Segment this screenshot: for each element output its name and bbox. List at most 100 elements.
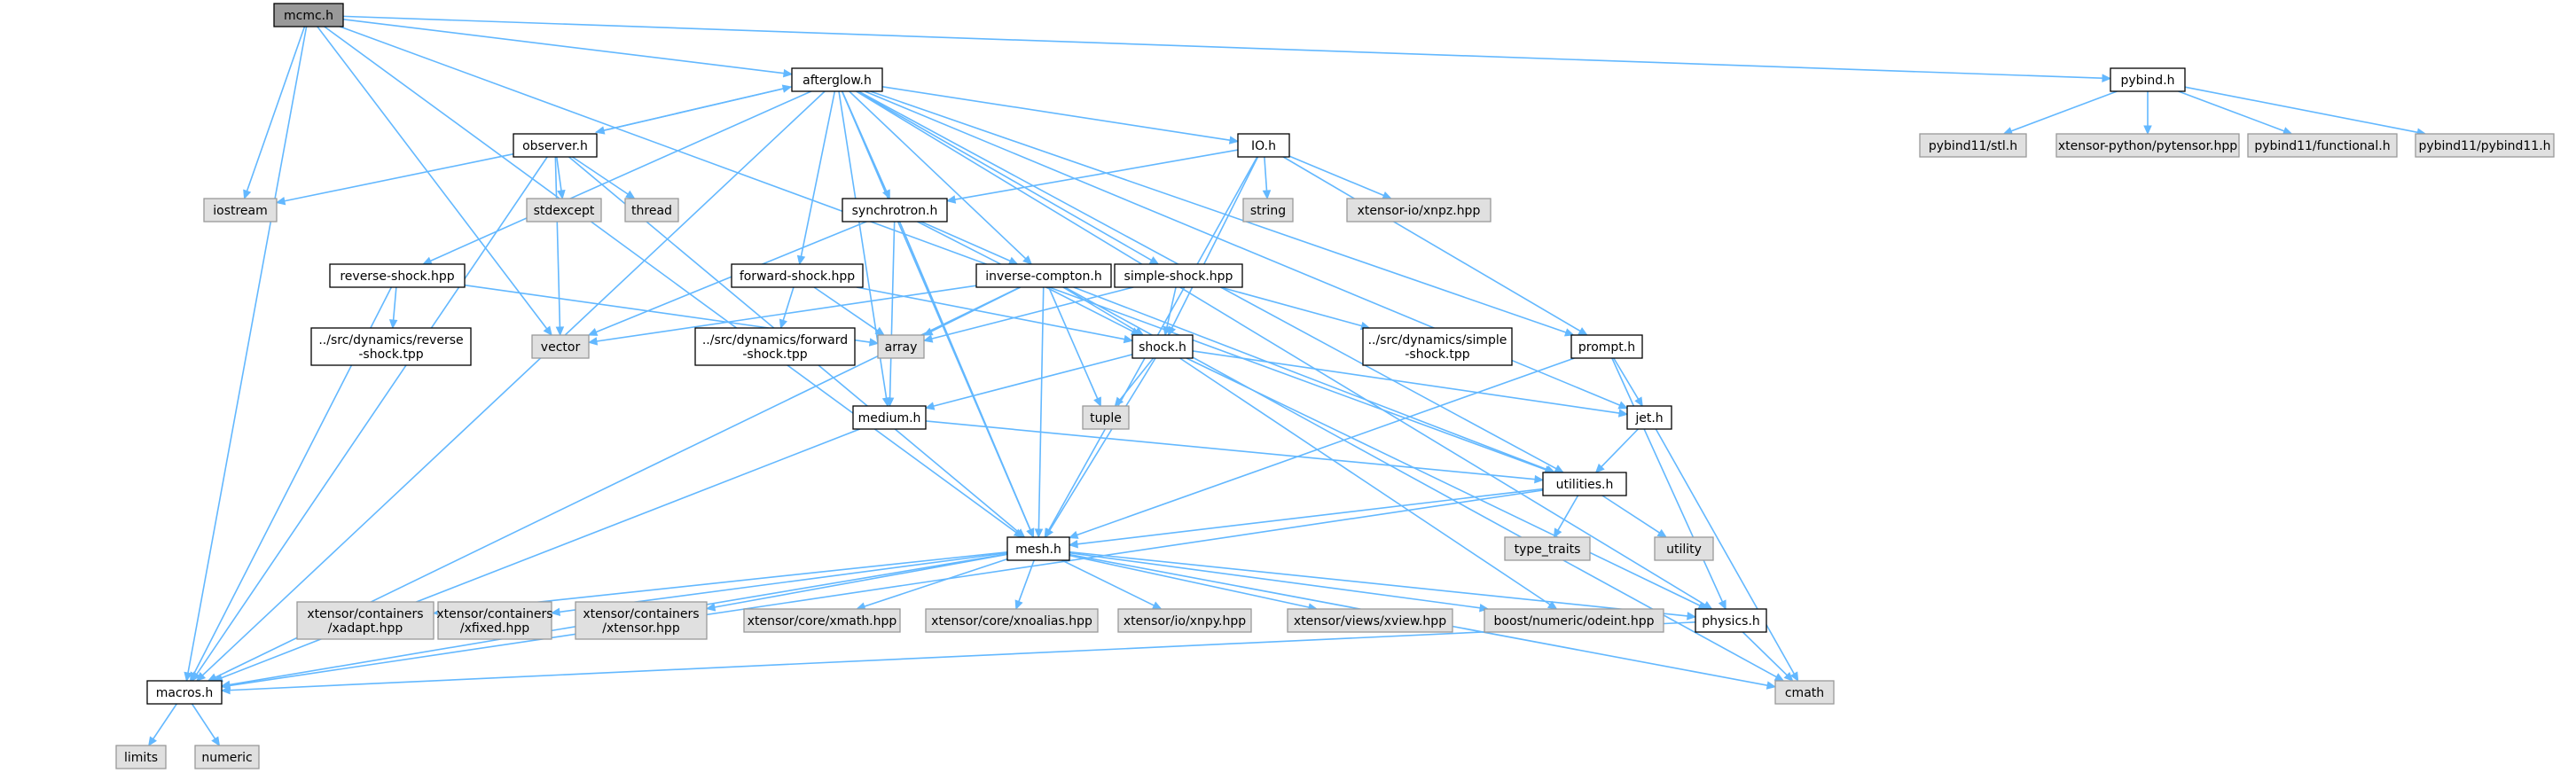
edge-arrowhead	[1617, 409, 1629, 418]
edge-arrowhead	[211, 736, 221, 747]
edge-line	[342, 18, 785, 74]
node-box	[731, 263, 864, 288]
node-string: string	[1242, 198, 1294, 223]
edge-arrowhead	[275, 196, 286, 206]
edge-mcmc-to-iostream	[243, 26, 306, 200]
edge-synchrotron-to-medium	[885, 221, 896, 408]
edge-line	[340, 26, 1546, 471]
edge-arrowhead	[1228, 136, 1240, 144]
node-simple_shock[interactable]: simple-shock.hpp	[1114, 263, 1243, 288]
edge-line	[284, 152, 514, 202]
edge-arrowhead	[1783, 671, 1794, 682]
node-physics[interactable]: physics.h	[1695, 608, 1767, 633]
edge-arrowhead	[1007, 256, 1019, 265]
edge-arrowhead	[243, 189, 252, 200]
node-limits: limits	[115, 745, 167, 769]
edge-line	[1282, 156, 1581, 332]
edge-line	[1069, 551, 1481, 609]
edge-pybind-to-pb_pybind11	[2184, 86, 2427, 137]
edge-line	[1288, 155, 1384, 197]
edge-line	[595, 88, 784, 133]
edge-afterglow-to-IO	[881, 86, 1240, 144]
edge-line	[1186, 357, 1701, 606]
edge-arrowhead	[1718, 599, 1726, 611]
node-label: xtensor-python/pytensor.hpp	[2058, 139, 2237, 153]
edge-mesh-to-physics	[1069, 550, 1697, 621]
node-synchrotron[interactable]: synchrotron.h	[842, 198, 948, 223]
node-rs_tpp[interactable]: ../src/dynamics/reverse-shock.tpp	[310, 327, 472, 366]
node-box	[2110, 67, 2186, 92]
edge-synchrotron-to-inverse_compton	[920, 221, 1019, 265]
node-shock[interactable]: shock.h	[1131, 334, 1194, 359]
node-box	[115, 745, 167, 769]
node-label: xtensor/views/xview.hpp	[1294, 614, 1446, 629]
edge-line	[1073, 286, 1548, 471]
edge-line	[1179, 357, 1551, 605]
nodes-layer: mcmc.h afterglow.h pybind.h pybind11/stl.h x…	[115, 3, 2555, 769]
node-forward_shock[interactable]: forward-shock.hpp	[731, 263, 864, 288]
edge-line	[229, 621, 1696, 691]
node-medium[interactable]: medium.h	[852, 405, 927, 430]
node-mesh[interactable]: mesh.h	[1006, 536, 1070, 561]
node-box	[694, 327, 856, 366]
node-box	[1542, 472, 1627, 496]
node-box	[2055, 133, 2240, 158]
node-observer[interactable]: observer.h	[513, 133, 598, 158]
edge-line	[201, 90, 826, 676]
node-box	[1242, 198, 1294, 223]
edge-line	[849, 90, 1027, 260]
node-utilities[interactable]: utilities.h	[1542, 472, 1627, 496]
edge-line	[1049, 357, 1156, 531]
edge-observer-to-stdexcept	[555, 156, 566, 200]
node-IO[interactable]: IO.h	[1237, 133, 1290, 158]
edge-observer-to-iostream	[275, 152, 514, 206]
node-label: reverse-shock.hpp	[340, 269, 454, 284]
node-reverse_shock[interactable]: reverse-shock.hpp	[329, 263, 466, 288]
node-cmath: cmath	[1774, 680, 1835, 705]
edge-arrowhead	[705, 603, 716, 612]
edge-line	[571, 156, 629, 195]
edge-line	[153, 703, 177, 739]
node-pb_stl: pybind11/stl.h	[1919, 133, 2027, 158]
node-label: /xtensor.hpp	[602, 621, 680, 636]
node-prompt[interactable]: prompt.h	[1570, 334, 1643, 359]
node-fs_tpp[interactable]: ../src/dynamics/forward-shock.tpp	[694, 327, 856, 366]
edge-arrowhead	[1026, 527, 1035, 539]
node-odeint: boost/numeric/odeint.hpp	[1484, 608, 1664, 633]
edge-arrowhead	[885, 397, 895, 408]
edge-arrowhead	[1382, 191, 1392, 199]
edge-line	[430, 90, 812, 262]
node-pb_pybind11: pybind11/pybind11.h	[2415, 133, 2555, 158]
node-label: prompt.h	[1578, 340, 1635, 355]
edge-line	[714, 553, 1008, 608]
edge-line	[1047, 286, 1099, 400]
edge-line	[856, 286, 1125, 340]
node-pybind[interactable]: pybind.h	[2110, 67, 2186, 92]
edge-line	[1613, 357, 1640, 400]
edge-line	[324, 26, 1017, 534]
node-jet[interactable]: jet.h	[1626, 405, 1672, 430]
node-afterglow[interactable]: afterglow.h	[791, 67, 883, 92]
node-ss_tpp[interactable]: ../src/dynamics/simple-shock.tpp	[1362, 327, 1513, 366]
node-label: xtensor/containers	[583, 607, 699, 621]
edge-arrowhead	[874, 326, 886, 336]
node-box	[531, 334, 590, 359]
node-box	[1117, 608, 1252, 633]
node-label: simple-shock.hpp	[1124, 269, 1233, 284]
edge-pybind-to-pb_functional	[2178, 90, 2293, 136]
node-box	[743, 608, 901, 633]
node-box	[852, 405, 927, 430]
node-inverse_compton[interactable]: inverse-compton.h	[975, 263, 1112, 288]
node-box	[1654, 536, 1714, 561]
node-box	[925, 608, 1099, 633]
edge-utilities-to-utility	[1601, 495, 1668, 538]
node-macros[interactable]: macros.h	[146, 680, 223, 705]
node-mcmc[interactable]: mcmc.h	[273, 3, 344, 27]
node-box	[513, 133, 598, 158]
edge-observer-to-vector	[554, 156, 565, 337]
edge-afterglow-to-prompt	[870, 90, 1575, 337]
edge-line	[317, 26, 548, 330]
node-box	[1131, 334, 1194, 359]
edge-arrowhead	[782, 68, 794, 78]
edge-line	[954, 149, 1239, 200]
